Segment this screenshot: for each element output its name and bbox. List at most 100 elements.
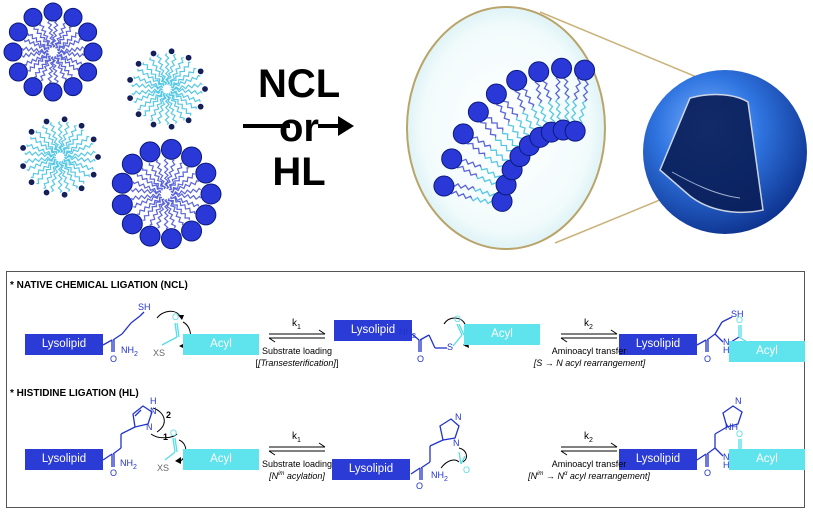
hl-o-label-1: O [110, 468, 118, 478]
hl-step2-line2: [Nim → Nα acyl rearrangement] [528, 471, 650, 481]
ncl-nh2-label-1: NH2 [121, 345, 138, 358]
lipid-head [90, 171, 97, 178]
lipid-head [195, 162, 217, 184]
hl-acyl-box-1: Acyl [183, 449, 259, 470]
hl-lysolipid-box-2: Lysolipid [332, 459, 410, 480]
hl-lysolipid-box-3: Lysolipid [619, 449, 697, 470]
lipid-head [150, 121, 157, 128]
lipid-tail [64, 150, 96, 160]
lipid-tail [49, 122, 61, 154]
lipid-tail [34, 55, 51, 78]
hl-o-label-3: O [704, 468, 712, 478]
lipid-tail [61, 160, 79, 189]
lipid-tail [171, 87, 203, 96]
lipid-head [43, 189, 50, 196]
lipid-head [195, 204, 217, 226]
lipid-tail [170, 192, 202, 200]
lipid-tail [170, 179, 199, 194]
ncl-lysolipid-box-1: Lysolipid [25, 334, 103, 355]
hl-equilibrium-arrow-2 [560, 442, 618, 456]
lipid-tail [61, 160, 85, 184]
hl-product-structure [696, 405, 743, 467]
hl-n-label-3: N [735, 396, 742, 406]
hl-num2-label: 2 [166, 410, 172, 420]
lipid-head [127, 77, 134, 83]
lipid-head [78, 22, 98, 42]
hl-n-label-1a: N [150, 406, 157, 416]
or-label: or [279, 106, 319, 150]
lipid-tail [62, 129, 84, 154]
lipid-tail [53, 55, 68, 81]
lipid-tail [35, 130, 58, 155]
hl-o-label-acyl-1: O [170, 428, 178, 438]
lipid-tail [59, 121, 70, 154]
lipid-head [197, 68, 204, 75]
lipid-tail [130, 187, 162, 195]
lipid-tail [42, 125, 60, 153]
lipid-head [185, 117, 192, 124]
reaction-scheme-svg [102, 310, 748, 480]
micelle-top-left [3, 2, 103, 102]
ncl-acyl-thioester [161, 322, 180, 346]
hl-n-label-3b: N [723, 452, 730, 462]
ncl-o-label-1: O [110, 354, 118, 364]
lipid-head [43, 118, 50, 125]
lipid-head [8, 22, 28, 42]
lipid-tail [137, 196, 163, 216]
ncl-lysolipid-box-3: Lysolipid [619, 334, 697, 355]
zoom-line-bottom [554, 194, 673, 244]
hl-o-label-acyl-2: O [463, 465, 471, 475]
lipid-head [135, 111, 142, 118]
lipid-tail [130, 192, 162, 201]
hl-equilibrium-arrow-1 [268, 442, 326, 456]
lipid-tail [132, 180, 162, 194]
lipid-tail [166, 53, 177, 86]
lipid-tail [155, 159, 167, 190]
hl-arrow-curve-1 [152, 407, 165, 433]
lipid-tail [57, 161, 63, 194]
ncl-section-title: * NATIVE CHEMICAL LIGATION (NCL) [10, 280, 188, 291]
ncl-k2-label: k2 [584, 318, 593, 331]
lipid-tail [131, 87, 163, 96]
bilayer-head-outer [528, 61, 550, 83]
lipid-tail [24, 52, 50, 67]
bilayer-head-outer [467, 101, 489, 123]
lipid-tail [156, 198, 166, 229]
reaction-panel: * NATIVE CHEMICAL LIGATION (NCL) * HISTI… [6, 271, 805, 508]
hl-k1-label: k1 [292, 431, 301, 444]
lipid-head [139, 225, 161, 247]
ncl-s-label-2: S [447, 342, 454, 352]
hl-xs-label: XS [157, 463, 170, 473]
ncl-label: NCL [258, 62, 341, 106]
ncl-step1-line2: [[Transesterification]] [255, 358, 339, 368]
lipid-tail [57, 50, 85, 58]
lipid-tail [55, 26, 72, 49]
ncl-acyl-box-3: Acyl [729, 341, 805, 362]
lipid-tail [56, 54, 79, 71]
ncl-sh-label-3: SH [731, 309, 744, 319]
lipid-tail [27, 33, 50, 50]
top-illustration-svg [3, 2, 807, 250]
lipid-head [61, 116, 68, 123]
ncl-step2-line1: Aminoacyl transfer [551, 346, 627, 356]
lipid-tail [148, 162, 166, 190]
lipid-tail [21, 46, 49, 54]
hl-o-label-2: O [416, 481, 424, 491]
lipid-tail [57, 120, 63, 153]
micelle-bottom-right [111, 138, 222, 250]
hl-step1-line2: [Nim acylation] [269, 471, 325, 481]
lipid-tail [137, 90, 164, 111]
hl-label: HL [272, 150, 326, 194]
lipid-head [43, 2, 63, 22]
lipid-tail [64, 155, 96, 164]
lipid-tail [168, 92, 192, 116]
micelle-bottom-left [20, 116, 101, 198]
ncl-equilibrium-arrow-1 [268, 329, 326, 343]
lipid-tail [170, 196, 196, 214]
bilayer-head-outer [433, 175, 455, 197]
lipid-tail [63, 142, 94, 157]
lipid-tail [141, 167, 163, 191]
ncl-o-label-acyl-2: O [454, 314, 462, 324]
micelles-group [3, 2, 222, 250]
lipid-tail [149, 57, 167, 85]
